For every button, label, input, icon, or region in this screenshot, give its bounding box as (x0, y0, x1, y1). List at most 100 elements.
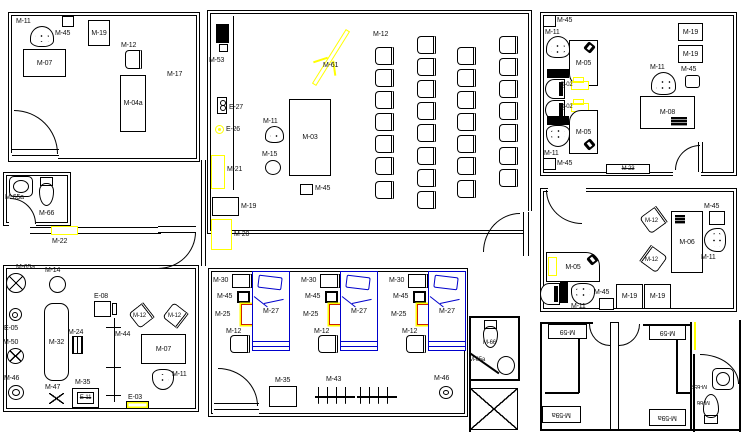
rack-m43-b (357, 386, 397, 410)
lecture-chair-m12 (417, 80, 436, 98)
label-m30: M-30 (389, 277, 405, 284)
ybox-m22 (51, 226, 78, 235)
box-m45-a (709, 211, 725, 225)
wall-bath-center-mid (469, 379, 519, 381)
door-gap-office-top-right (673, 168, 701, 178)
cabinet-m53 (216, 24, 229, 43)
bar-e08 (112, 303, 117, 315)
cabinet-b (547, 116, 569, 125)
lecture-chair-m12 (457, 135, 476, 153)
chair-m12 (230, 335, 250, 353)
stool-m15 (265, 160, 281, 175)
label-m61: M-61 (323, 62, 339, 69)
wall-corridor-horizontal (30, 227, 161, 234)
lecture-chair-m12 (457, 157, 476, 175)
unit-e11: E-11 (77, 392, 94, 404)
bed-label: M-27 (263, 308, 279, 315)
label-m45-c: M-45 (681, 66, 697, 73)
room-lecture (207, 10, 532, 234)
wall-stall-right-inner-v (676, 338, 678, 393)
label-m22: M-22 (52, 238, 68, 245)
shelf-m19-a: M-19 (678, 23, 703, 41)
lecture-chair-m12 (499, 169, 518, 187)
label-m45: M-45 (393, 293, 409, 300)
wall-stall-right (690, 322, 692, 430)
wall-stall-right-top (643, 324, 692, 326)
lecture-chair-m12 (417, 102, 436, 120)
box-e08 (94, 301, 111, 317)
printer-a (571, 77, 589, 90)
bed-m27: M-27 (428, 271, 466, 351)
label-m45: M-45 (305, 293, 321, 300)
lecture-chair-m12 (417, 58, 436, 76)
label-m14: M-14 (45, 267, 61, 274)
room-treatment (3, 265, 199, 412)
label-e03: E-03 (128, 394, 142, 401)
stall-m59-right: M-59 (649, 325, 686, 340)
label-m15: M-15 (262, 151, 278, 158)
label-e05: E-05 (4, 325, 18, 332)
label-m12: M-12 (402, 328, 418, 335)
label-m19: M-19 (241, 203, 257, 210)
wall-stall-left-inner-h (545, 392, 579, 394)
box-m45-c (685, 75, 700, 88)
glyph-m47 (49, 393, 64, 404)
lecture-chair-m12 (417, 191, 436, 209)
label-q02-a: Q-02 (560, 82, 573, 88)
stall-m59-left: M-59 (548, 324, 587, 339)
door-gap-office-top-left (10, 153, 58, 161)
label-m24: M-24 (68, 329, 84, 336)
lecture-chair-m12 (457, 180, 476, 198)
label-m35: M-35 (75, 379, 91, 386)
lecture-chair-m12 (375, 113, 394, 131)
bin-m46 (8, 385, 24, 400)
wall-corridor-vertical (201, 160, 206, 266)
lecture-chair-m12 (375, 157, 394, 175)
sidechair (540, 283, 560, 305)
wall-bath-center-left (469, 316, 471, 432)
box-m45 (325, 291, 338, 303)
room-bathroom-top-left (3, 172, 71, 226)
wall-bath-center-top (469, 316, 519, 318)
label-m53: M-53 (209, 57, 225, 64)
label-m65a: M-65a (469, 357, 486, 363)
box-m45 (413, 291, 426, 303)
sink-m65a (9, 176, 33, 197)
label-m11: M-11 (172, 371, 187, 378)
chair-m11-a (704, 228, 726, 252)
label-m12-b: M-12 (168, 313, 181, 319)
label-m11-b: M-11 (571, 303, 586, 310)
trolley-m24 (72, 336, 83, 354)
box-m45-b (543, 158, 556, 170)
lecture-chair-m12 (375, 135, 394, 153)
panel-e27 (217, 97, 227, 114)
chair-m12 (125, 50, 142, 69)
label-m45-a: M-45 (704, 203, 720, 210)
sidechair-a (545, 79, 565, 99)
lecture-chair-m12 (417, 147, 436, 165)
shelf-m19-b: M-19 (678, 45, 703, 63)
label-m12: M-12 (121, 42, 137, 49)
device-e05 (9, 308, 22, 321)
gear-e26 (215, 125, 224, 134)
label-m50: M-50 (3, 339, 19, 346)
label-m21: M-21 (227, 166, 243, 173)
label-m25: M-25 (391, 311, 407, 318)
label-m12-a: M-12 (645, 218, 658, 224)
cabinet-m19: M-19 (88, 20, 110, 46)
chair-m11-a (546, 36, 570, 58)
label-m11: M-11 (16, 18, 31, 25)
label-m46: M-46 (4, 375, 20, 382)
door-arc-stall-right (619, 324, 640, 346)
wall-stall-partition (610, 322, 619, 430)
wall-stall-left-top (540, 322, 593, 324)
label-m12-grid: M-12 (373, 31, 389, 38)
toilet-m66 (38, 177, 55, 206)
base-m53 (219, 44, 228, 52)
box-e03 (126, 401, 149, 409)
lecture-chair-m12 (499, 124, 518, 142)
lecture-chair-m12 (417, 124, 436, 142)
ivpole-m44 (106, 318, 121, 402)
sink-m65a (6, 273, 26, 293)
label-m45-top: M-45 (557, 17, 573, 24)
